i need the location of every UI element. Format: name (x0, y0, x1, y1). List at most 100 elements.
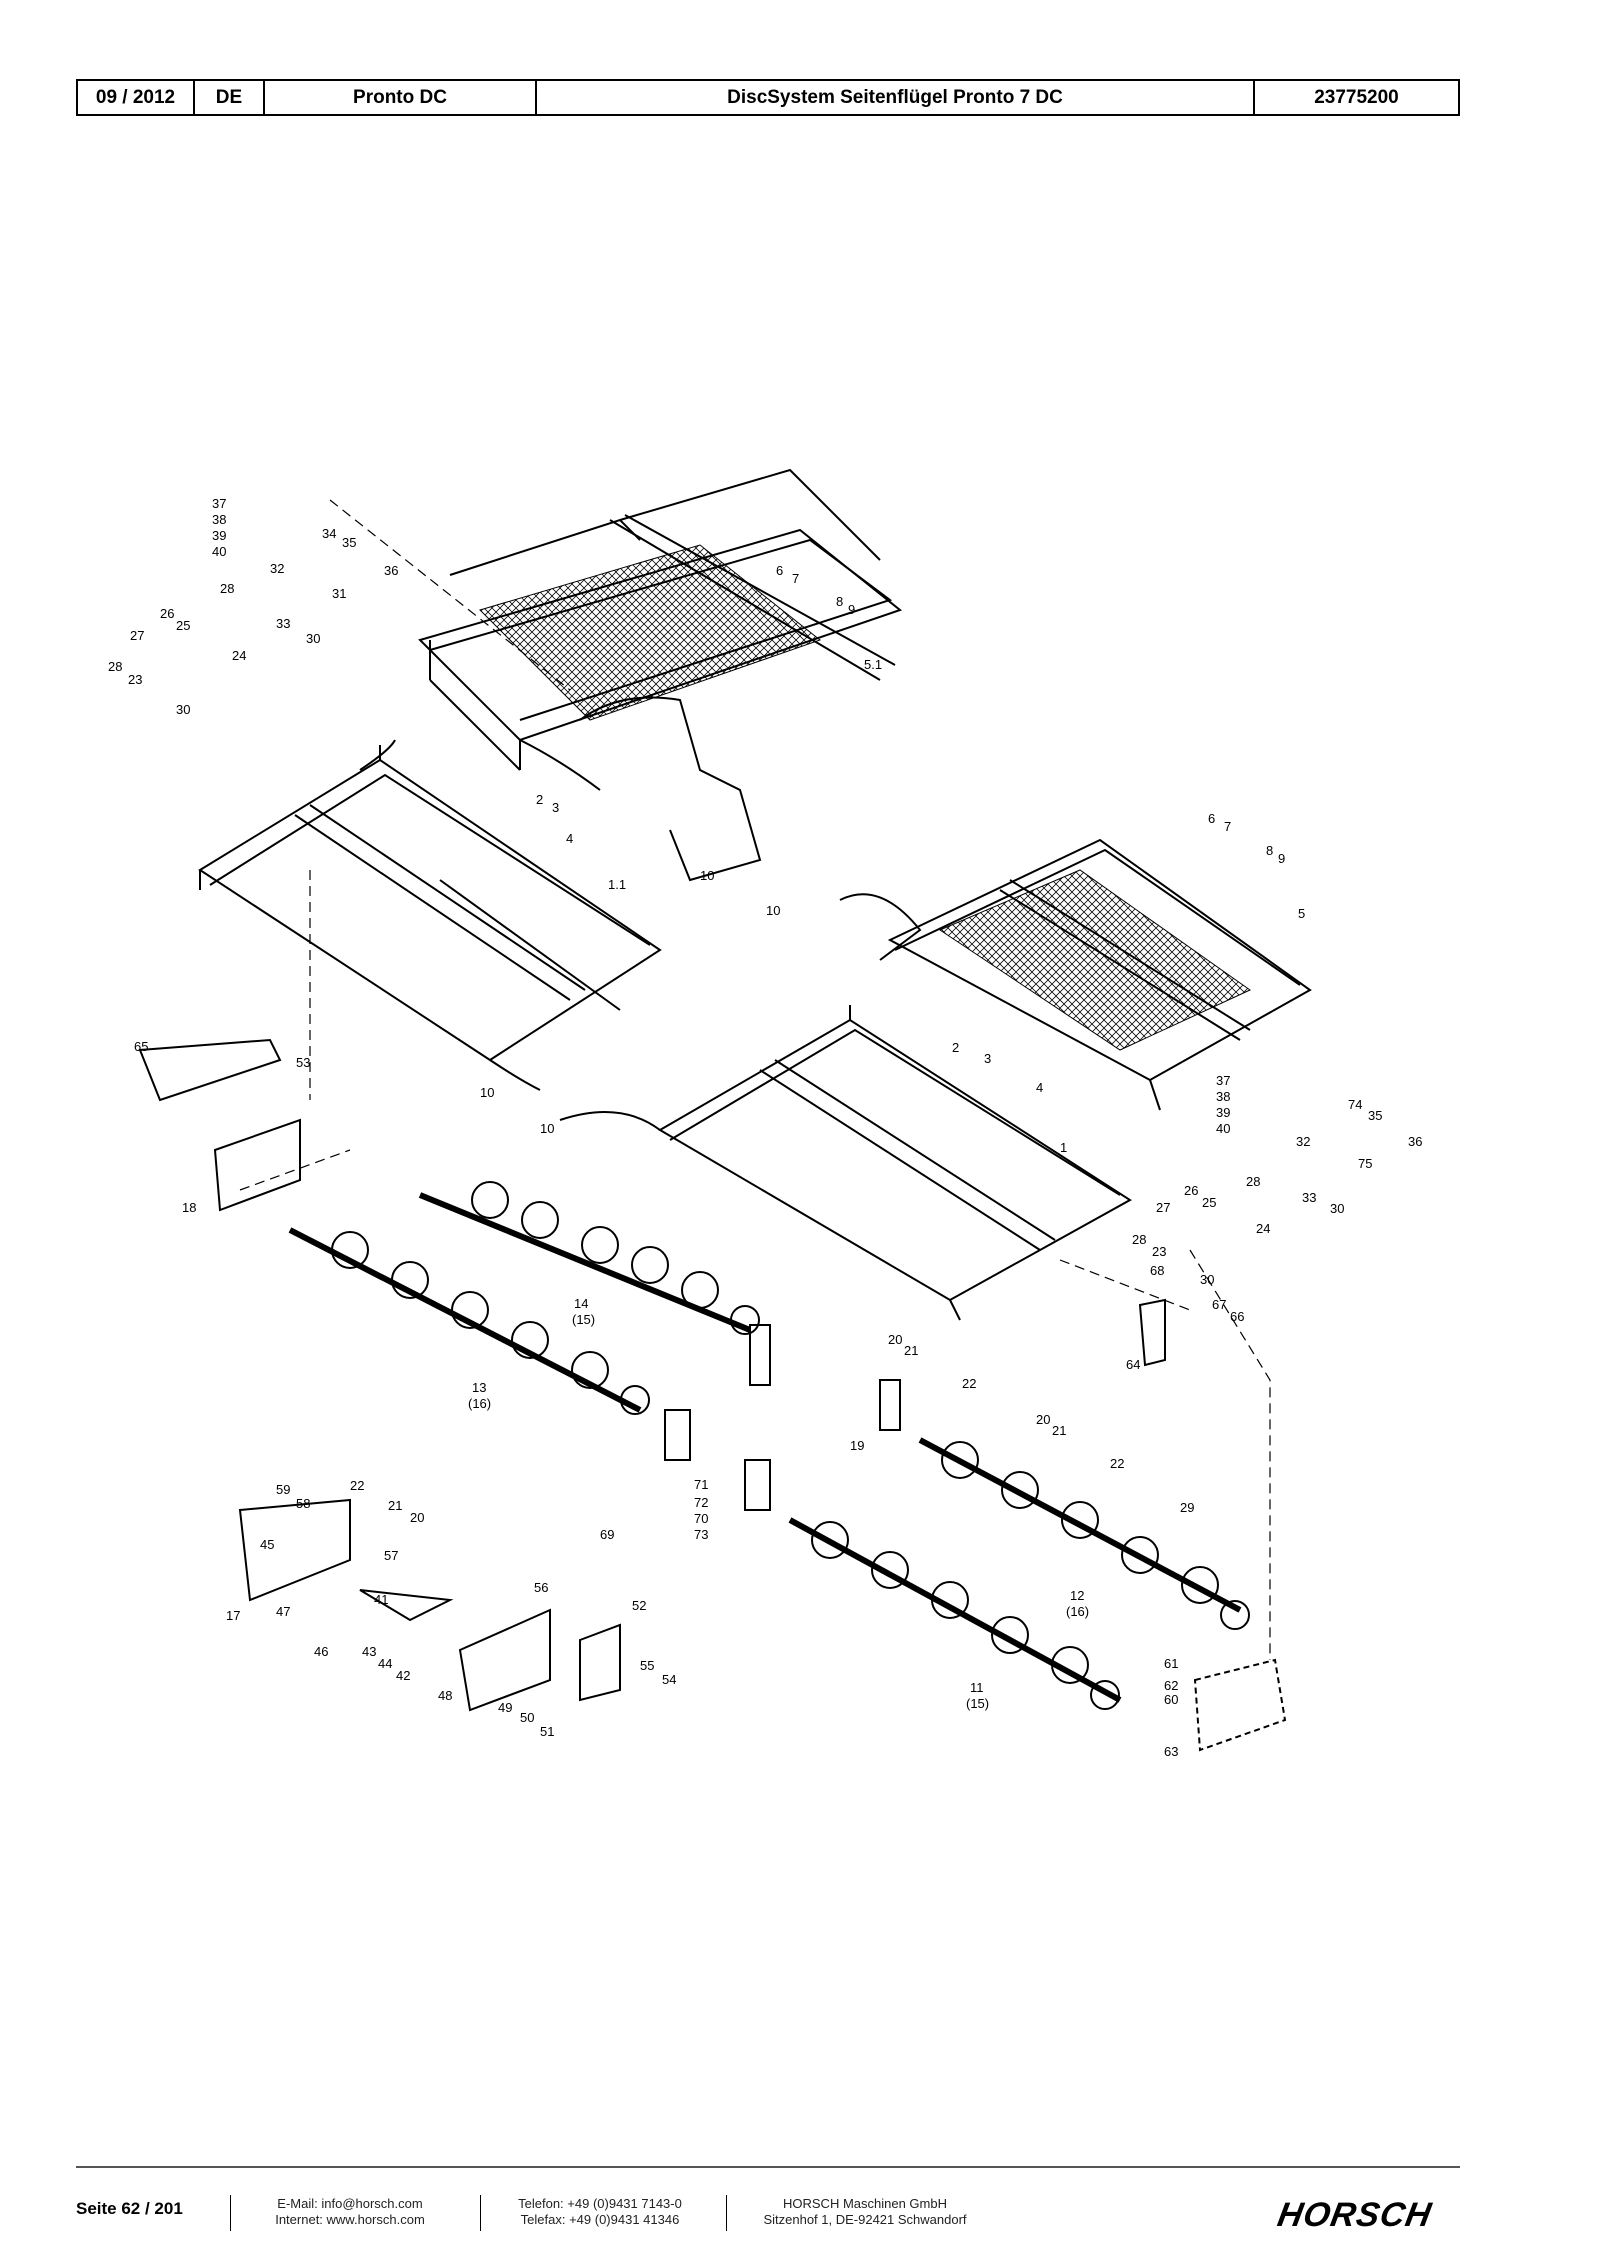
callout-42: 42 (396, 1668, 410, 1683)
callout-5-1: 5.1 (864, 657, 882, 672)
callout-20: 20 (888, 1332, 902, 1347)
callout-40: 40 (1216, 1121, 1230, 1136)
callout-24: 24 (1256, 1221, 1270, 1236)
callout-28: 28 (220, 581, 234, 596)
header-table: 09 / 2012 DE Pronto DC DiscSystem Seiten… (76, 79, 1460, 116)
footer-company-block: HORSCH Maschinen GmbH Sitzenhof 1, DE-92… (750, 2196, 980, 2228)
callout-30: 30 (306, 631, 320, 646)
callout-16: (16) (1066, 1604, 1089, 1619)
bracket-63 (1193, 1658, 1287, 1752)
callout-35: 35 (1368, 1108, 1382, 1123)
callout-36: 36 (1408, 1134, 1422, 1149)
callout-51: 51 (540, 1724, 554, 1739)
footer-phone-block: Telefon: +49 (0)9431 7143-0 Telefax: +49… (500, 2196, 700, 2228)
callout-17: 17 (226, 1608, 240, 1623)
callout-35: 35 (342, 535, 356, 550)
footer-separator (230, 2195, 231, 2231)
callout-3: 3 (984, 1051, 991, 1066)
callout-21: 21 (1052, 1423, 1066, 1438)
disc-gang-12 (918, 1437, 1250, 1630)
callout-45: 45 (260, 1537, 274, 1552)
bracket-64 (1138, 1298, 1166, 1367)
callout-66: 66 (1230, 1309, 1244, 1324)
callout-27: 27 (130, 628, 144, 643)
callout-6: 6 (1208, 811, 1215, 826)
callout-36: 36 (384, 563, 398, 578)
callout-37: 37 (1216, 1073, 1230, 1088)
callout-27: 27 (1156, 1200, 1170, 1215)
callout-1-1: 1.1 (608, 877, 626, 892)
callout-68: 68 (1150, 1263, 1164, 1278)
callout-10: 10 (540, 1121, 554, 1136)
callout-8: 8 (836, 594, 843, 609)
footer-email: E-Mail: info@horsch.com (277, 2196, 423, 2211)
callout-39: 39 (212, 528, 226, 543)
callout-55: 55 (640, 1658, 654, 1673)
frame-1 (559, 1005, 1132, 1321)
plate-52 (579, 1623, 621, 1702)
callout-30: 30 (1200, 1272, 1214, 1287)
callout-63: 63 (1164, 1744, 1178, 1759)
callout-11: 11 (970, 1680, 984, 1695)
callout-67: 67 (1212, 1297, 1226, 1312)
callout-39: 39 (1216, 1105, 1230, 1120)
plate-lower (744, 1459, 771, 1511)
disc-gang-13 (288, 1227, 650, 1415)
callout-60: 60 (1164, 1692, 1178, 1707)
footer-address: Sitzenhof 1, DE-92421 Schwandorf (763, 2212, 967, 2227)
callout-25: 25 (176, 618, 190, 633)
header-model: Pronto DC (265, 81, 537, 114)
callout-61: 61 (1164, 1656, 1178, 1671)
callout-30: 30 (1330, 1201, 1344, 1216)
callout-69: 69 (600, 1527, 614, 1542)
footer-separator (726, 2195, 727, 2231)
header-title: DiscSystem Seitenflügel Pronto 7 DC (537, 81, 1255, 114)
callout-48: 48 (438, 1688, 452, 1703)
plate-upper (749, 1324, 771, 1386)
callout-43: 43 (362, 1644, 376, 1659)
callout-10: 10 (480, 1085, 494, 1100)
callout-10: 10 (766, 903, 780, 918)
callout-26: 26 (160, 606, 174, 621)
callout-74: 74 (1348, 1097, 1362, 1112)
callout-57: 57 (384, 1548, 398, 1563)
callout-46: 46 (314, 1644, 328, 1659)
callout-72: 72 (694, 1495, 708, 1510)
callout-52: 52 (632, 1598, 646, 1613)
callout-34: 34 (322, 526, 336, 541)
callout-54: 54 (662, 1672, 676, 1687)
callout-7: 7 (1224, 819, 1231, 834)
footer-separator (480, 2195, 481, 2231)
plate-19 (879, 1379, 901, 1431)
footer-phone: Telefon: +49 (0)9431 7143-0 (518, 2196, 682, 2211)
page-number: Seite 62 / 201 (76, 2199, 183, 2218)
callout-13: 13 (472, 1380, 486, 1395)
footer-fax: Telefax: +49 (0)9431 41346 (520, 2212, 680, 2227)
callout-75: 75 (1358, 1156, 1372, 1171)
callout-59: 59 (276, 1482, 290, 1497)
callout-22: 22 (1110, 1456, 1124, 1471)
callout-38: 38 (212, 512, 226, 527)
callout-31: 31 (332, 586, 346, 601)
callout-70: 70 (694, 1511, 708, 1526)
footer-contact: E-Mail: info@horsch.com Internet: www.ho… (250, 2196, 450, 2228)
callout-32: 32 (270, 561, 284, 576)
callout-23: 23 (1152, 1244, 1166, 1259)
callout-5: 5 (1298, 906, 1305, 921)
disc-gang-11 (788, 1517, 1122, 1710)
callout-25: 25 (1202, 1195, 1216, 1210)
horsch-logo: HORSCH (1274, 2196, 1435, 2234)
callout-7: 7 (792, 571, 799, 586)
callout-24: 24 (232, 648, 246, 663)
callout-50: 50 (520, 1710, 534, 1725)
callout-62: 62 (1164, 1678, 1178, 1693)
footer-company: HORSCH Maschinen GmbH (783, 2196, 947, 2211)
plate-mid (664, 1409, 691, 1461)
callout-2: 2 (536, 792, 543, 807)
callout-18: 18 (182, 1200, 196, 1215)
callout-28: 28 (108, 659, 122, 674)
callout-10: 10 (700, 868, 714, 883)
plate-48 (458, 1608, 551, 1712)
callout-30: 30 (176, 702, 190, 717)
callout-16: (16) (468, 1396, 491, 1411)
